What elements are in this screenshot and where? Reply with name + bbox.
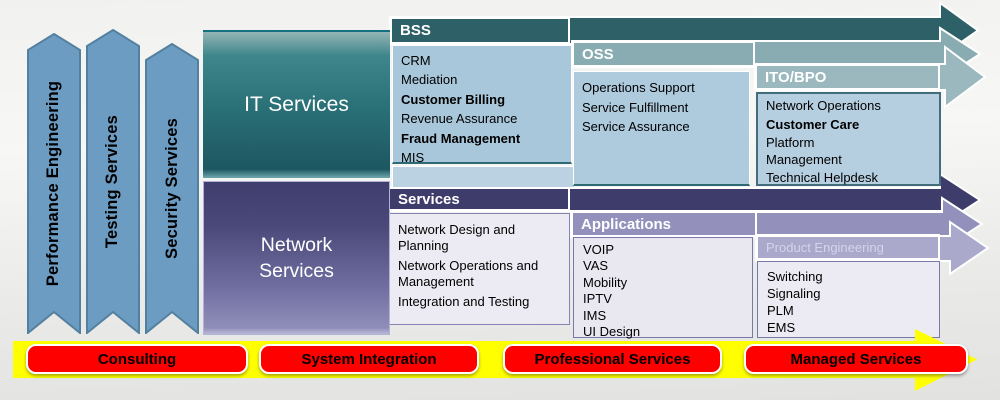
ribbon-shape — [27, 33, 81, 334]
services-item-list: Network Design and Planning Network Oper… — [388, 213, 570, 325]
list-item: Customer Care — [766, 116, 860, 132]
list-item: PLM — [767, 303, 794, 318]
list-item: IMS — [583, 307, 607, 323]
network-services-label: Network Services — [259, 234, 334, 282]
oss-item-list: Operations Support Service Fulfillment S… — [573, 71, 750, 186]
applications-item-list: VOIP VAS Mobility IPTV IMS UI Design — [573, 237, 753, 340]
ito-bpo-arrow — [754, 45, 987, 109]
product-engineering-band-label: Product Engineering — [756, 234, 940, 260]
oss-band-label: OSS — [572, 41, 755, 67]
list-item: Service Assurance — [582, 119, 690, 134]
ito-bpo-band-label: ITO/BPO — [755, 64, 940, 90]
network-services-block: Network Services — [203, 181, 390, 335]
list-item: Technical Helpdesk — [766, 170, 879, 185]
list-item: Platform Management — [766, 135, 842, 167]
bss-band-label: BSS — [390, 17, 570, 44]
list-item: MIS — [401, 150, 425, 166]
applications-band-label: Applications — [571, 211, 757, 237]
product-engineering-item-list: Switching Signaling PLM EMS — [757, 261, 940, 338]
list-item: VAS — [583, 258, 609, 274]
ribbon-shape — [145, 43, 199, 334]
yellow-arrow — [13, 329, 977, 391]
list-item: Switching — [767, 269, 823, 284]
professional-services-badge: Professional Services — [503, 344, 722, 374]
list-item: CRM — [401, 53, 431, 68]
applications-label-text: Applications — [581, 215, 672, 233]
ribbon-security-services: Security Services — [145, 43, 199, 334]
list-item: Network Operations — [766, 98, 881, 113]
oss-label-text: OSS — [582, 45, 614, 63]
ito-bpo-label-text: ITO/BPO — [765, 68, 827, 86]
system-integration-label: System Integration — [301, 350, 437, 368]
list-item: Fraud Management — [401, 130, 521, 146]
ito-bpo-item-list: Network Operations Customer Care Platfor… — [756, 92, 941, 186]
it-services-block: IT Services — [203, 30, 390, 178]
list-item: Mobility — [583, 274, 628, 290]
list-item: Signaling — [767, 286, 821, 301]
it-services-label: IT Services — [244, 93, 349, 116]
list-item: Service Fulfillment — [582, 99, 689, 115]
bss-label-text: BSS — [400, 22, 431, 39]
list-item: Integration and Testing — [398, 294, 530, 309]
list-item: EMS — [767, 320, 796, 335]
professional-services-label: Professional Services — [534, 350, 691, 368]
managed-services-badge: Managed Services — [744, 344, 968, 374]
list-item: Network Design and Planning — [398, 222, 516, 253]
list-item: Revenue Assurance — [401, 111, 518, 127]
bss-item-list: CRM Mediation Customer Billing Revenue A… — [392, 45, 572, 166]
list-item: VOIP — [583, 242, 615, 257]
ribbon-performance-engineering: Performance Engineering — [27, 33, 81, 334]
list-item: Operations Support — [582, 80, 695, 95]
product-engineering-label-text: Product Engineering — [766, 239, 884, 255]
consulting-badge: Consulting — [26, 344, 248, 374]
list-item: IPTV — [583, 291, 612, 307]
consulting-label: Consulting — [97, 350, 177, 368]
list-item: Mediation — [401, 72, 458, 88]
services-label-text: Services — [398, 190, 460, 208]
list-item: Customer Billing — [401, 91, 506, 107]
managed-services-label: Managed Services — [790, 350, 922, 368]
list-item: Network Operations and Management — [398, 258, 539, 289]
list-item: UI Design — [583, 324, 641, 340]
system-integration-badge: System Integration — [259, 344, 479, 374]
ribbon-shape — [86, 29, 140, 334]
ribbon-testing-services: Testing Services — [86, 29, 140, 334]
